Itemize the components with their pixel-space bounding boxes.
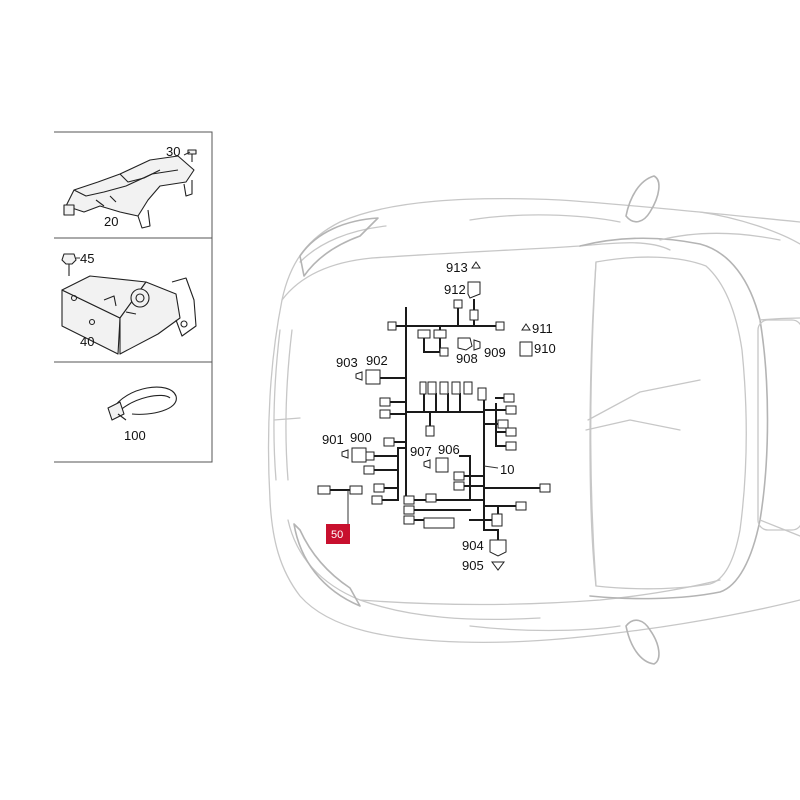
callout-910: 910 (534, 341, 556, 356)
sensor-909 (473, 339, 481, 351)
callout-901: 901 (322, 432, 344, 447)
callout-45: 45 (80, 251, 94, 266)
module-bracket-part-40 (61, 275, 197, 355)
callout-900: 900 (350, 430, 372, 445)
callout-904: 904 (462, 538, 484, 553)
panel-frame (54, 131, 213, 463)
sensor-902 (365, 369, 381, 385)
sensor-910 (519, 341, 533, 357)
callout-906: 906 (438, 442, 460, 457)
sensor-911 (521, 323, 531, 331)
bolt-part-45 (61, 253, 77, 276)
sensor-913 (471, 261, 481, 269)
callout-40: 40 (80, 334, 94, 349)
harness-connectors (317, 261, 551, 571)
sensor-905 (491, 561, 505, 571)
mirror-left (625, 175, 660, 223)
callout-911: 911 (532, 321, 553, 336)
leader-30 (183, 151, 191, 156)
callout-908: 908 (456, 351, 478, 366)
callout-909: 909 (484, 345, 506, 360)
sensor-908 (457, 337, 473, 351)
callout-902: 902 (366, 353, 388, 368)
highlight-callout-50[interactable]: 50 (326, 524, 350, 544)
car-outline (267, 175, 800, 665)
sensor-912 (467, 281, 481, 299)
callout-30: 30 (166, 144, 180, 159)
sensor-901 (341, 449, 349, 459)
harness-callouts: 913 912 911 910 908 909 903 902 901 900 … (322, 260, 556, 573)
callout-912: 912 (444, 282, 466, 297)
screw-part-30 (187, 149, 197, 162)
callout-10: 10 (500, 462, 514, 477)
parts-panel: 30 20 45 40 100 (54, 131, 213, 463)
callout-907: 907 (410, 444, 432, 459)
sensor-907 (423, 459, 431, 469)
highlight-badge[interactable] (326, 524, 350, 544)
callout-913: 913 (446, 260, 468, 275)
callout-50: 50 (331, 529, 343, 541)
bracket-part-20 (63, 155, 195, 229)
wiring-harness (329, 299, 545, 541)
callout-905: 905 (462, 558, 484, 573)
sensor-904 (489, 539, 507, 557)
callout-20: 20 (104, 214, 118, 229)
cable-tie-part-100 (107, 386, 177, 421)
callout-903: 903 (336, 355, 358, 370)
mirror-right (625, 619, 660, 665)
sensor-906 (435, 457, 449, 473)
sensor-900 (351, 447, 367, 463)
sensor-903 (355, 371, 363, 381)
headlight-right (293, 523, 361, 607)
callout-100: 100 (124, 428, 146, 443)
windshield (579, 237, 769, 600)
headlight-left (299, 217, 379, 277)
